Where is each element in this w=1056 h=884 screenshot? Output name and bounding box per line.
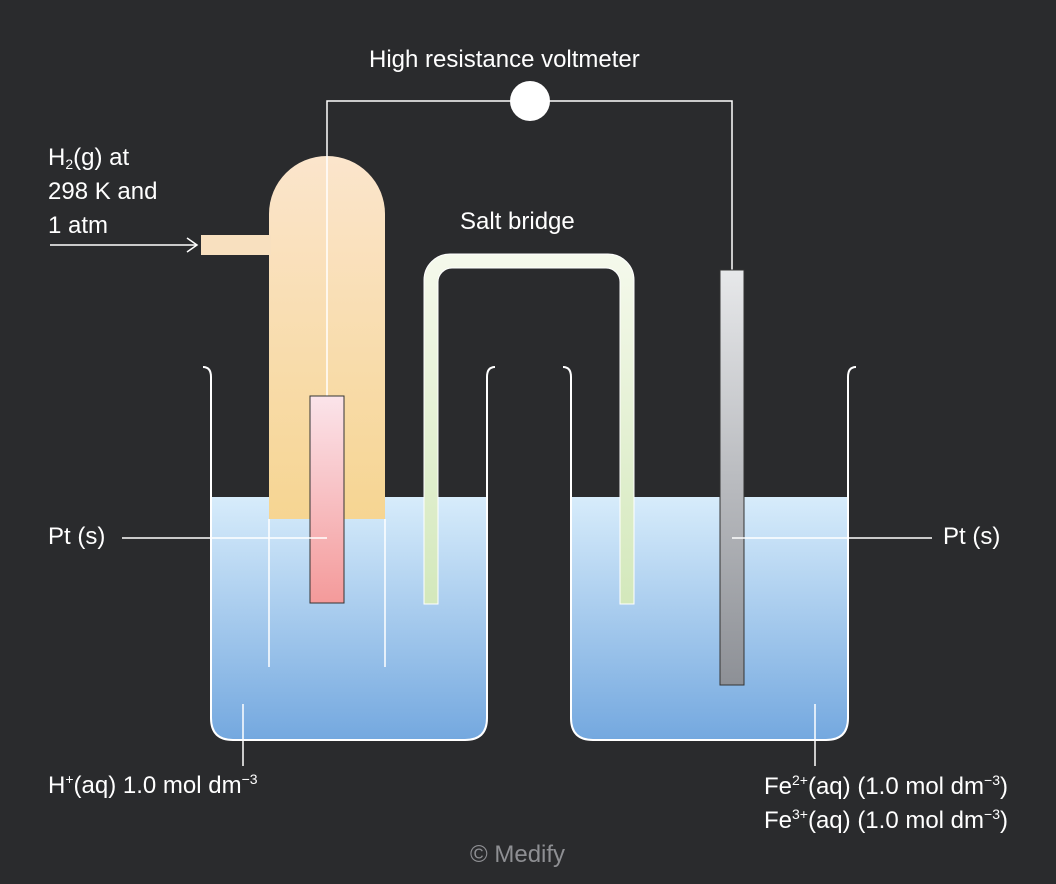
voltmeter-label: High resistance voltmeter [369, 46, 640, 73]
copyright-label: © Medify [470, 841, 566, 868]
right-electrode-label: Pt (s) [943, 523, 1001, 550]
left-platinum-electrode [309, 395, 345, 604]
salt-bridge-label: Salt bridge [460, 208, 575, 235]
hydrogen-gas-label: H2(g) at 298 K and 1 atm [48, 141, 157, 243]
right-platinum-electrode [719, 269, 745, 686]
voltmeter-wire [326, 100, 733, 397]
hydrogen-arrow-head [186, 237, 199, 253]
right-solution-label: Fe2+(aq) (1.0 mol dm−3) Fe3+(aq) (1.0 mo… [764, 770, 1008, 838]
right-solution-line1: Fe2+(aq) (1.0 mol dm−3) [763, 772, 1008, 800]
hydrogen-label-line2: 298 K and [48, 178, 158, 205]
left-beaker [202, 366, 496, 741]
hydrogen-inlet-pipe [201, 235, 271, 255]
left-electrode-label: Pt (s) [48, 523, 106, 550]
left-solution [211, 497, 487, 740]
left-solution-label: H+(aq) 1.0 mol dm−3 [48, 771, 258, 799]
salt-bridge [423, 253, 635, 605]
right-solution [571, 497, 848, 740]
right-beaker [562, 366, 857, 741]
voltmeter-icon [510, 81, 550, 121]
hydrogen-label-line1: H2(g) at [48, 144, 130, 172]
right-solution-line2: Fe3+(aq) (1.0 mol dm−3) [763, 806, 1008, 834]
hydrogen-label-line3: 1 atm [48, 212, 109, 239]
